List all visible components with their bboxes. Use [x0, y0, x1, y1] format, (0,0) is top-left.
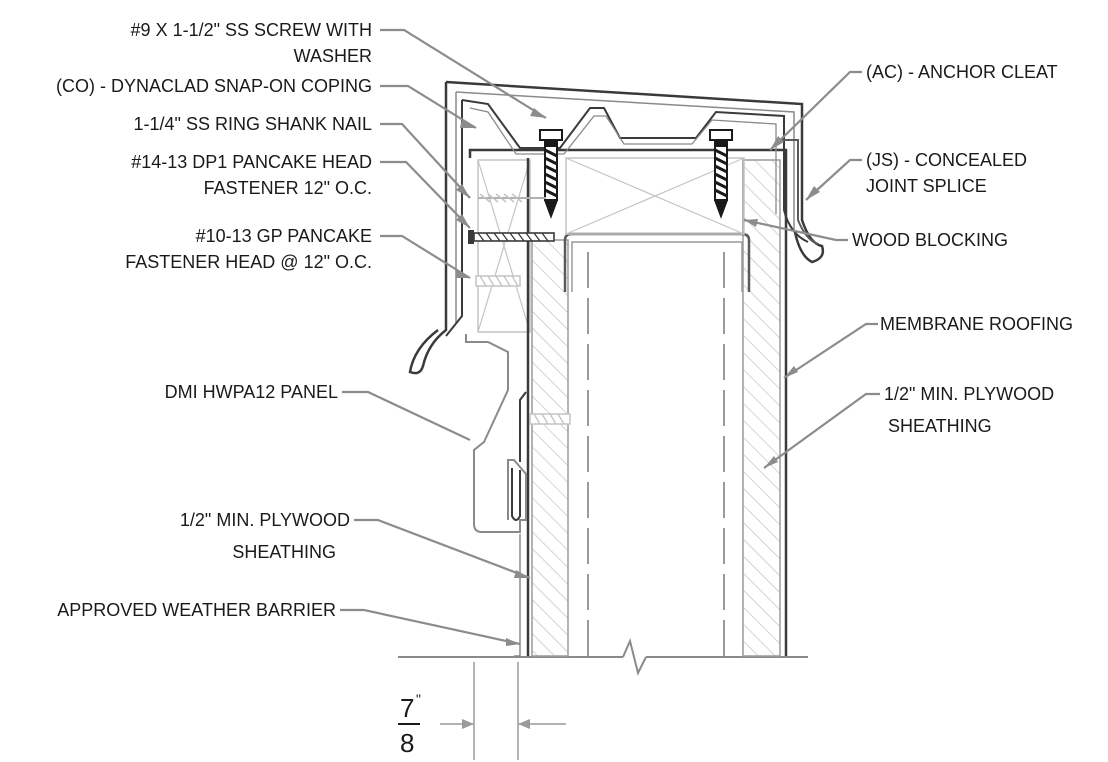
label-dp1-line1: #14-13 DP1 PANCAKE HEAD [131, 152, 372, 172]
label-weather-barrier: APPROVED WEATHER BARRIER [57, 600, 336, 620]
label-dp1-line2: FASTENER 12" O.C. [204, 178, 372, 198]
label-membrane: MEMBRANE ROOFING [880, 314, 1073, 334]
screw-right [709, 129, 733, 219]
leaders-left [340, 28, 547, 646]
label-sheathing-right-line1: 1/2" MIN. PLYWOOD [884, 384, 1054, 404]
ring-shank-nail [478, 193, 546, 203]
label-anchor-cleat: (AC) - ANCHOR CLEAT [866, 62, 1058, 82]
label-sheathing-left-line2: SHEATHING [232, 542, 336, 562]
right-plywood-sheathing [742, 159, 781, 657]
label-joint-splice-line1: (JS) - CONCEALED [866, 150, 1027, 170]
ground-line [398, 637, 808, 676]
dimension-denominator: 8 [400, 728, 414, 758]
labels-right: (AC) - ANCHOR CLEAT (JS) - CONCEALED JOI… [852, 62, 1073, 436]
label-joint-splice-line2: JOINT SPLICE [866, 176, 987, 196]
screw-left [539, 129, 563, 219]
label-screw-line2: WASHER [294, 46, 372, 66]
label-screw-line1: #9 X 1-1/2" SS SCREW WITH [131, 20, 372, 40]
leaders-right [743, 70, 880, 469]
labels-left: #9 X 1-1/2" SS SCREW WITH WASHER (CO) - … [56, 20, 372, 620]
dp1-pancake-fastener [468, 230, 555, 244]
label-sheathing-right-line2: SHEATHING [888, 416, 992, 436]
panel-fastener [529, 413, 571, 425]
snap-on-coping [408, 80, 825, 375]
wood-blocking [477, 157, 745, 333]
label-coping: (CO) - DYNACLAD SNAP-ON COPING [56, 76, 372, 96]
label-gp-line2: FASTENER HEAD @ 12" O.C. [125, 252, 372, 272]
membrane-roofing [468, 148, 788, 656]
label-sheathing-left-line1: 1/2" MIN. PLYWOOD [180, 510, 350, 530]
left-plywood-sheathing [531, 239, 569, 657]
label-wood-blocking: WOOD BLOCKING [852, 230, 1008, 250]
gp-pancake-fastener [475, 275, 521, 287]
dimension-unit: " [416, 691, 421, 707]
top-plate [563, 232, 751, 292]
hwpa12-panel [465, 334, 527, 657]
label-panel: DMI HWPA12 PANEL [165, 382, 338, 402]
dimension-numerator: 7 [400, 693, 414, 723]
wood-stud [587, 252, 725, 656]
anchor-cleat [445, 99, 809, 337]
dimension-7-8: 7 " 8 [398, 662, 566, 760]
label-ring-nail: 1-1/4" SS RING SHANK NAIL [134, 114, 372, 134]
label-gp-line1: #10-13 GP PANCAKE [196, 226, 372, 246]
